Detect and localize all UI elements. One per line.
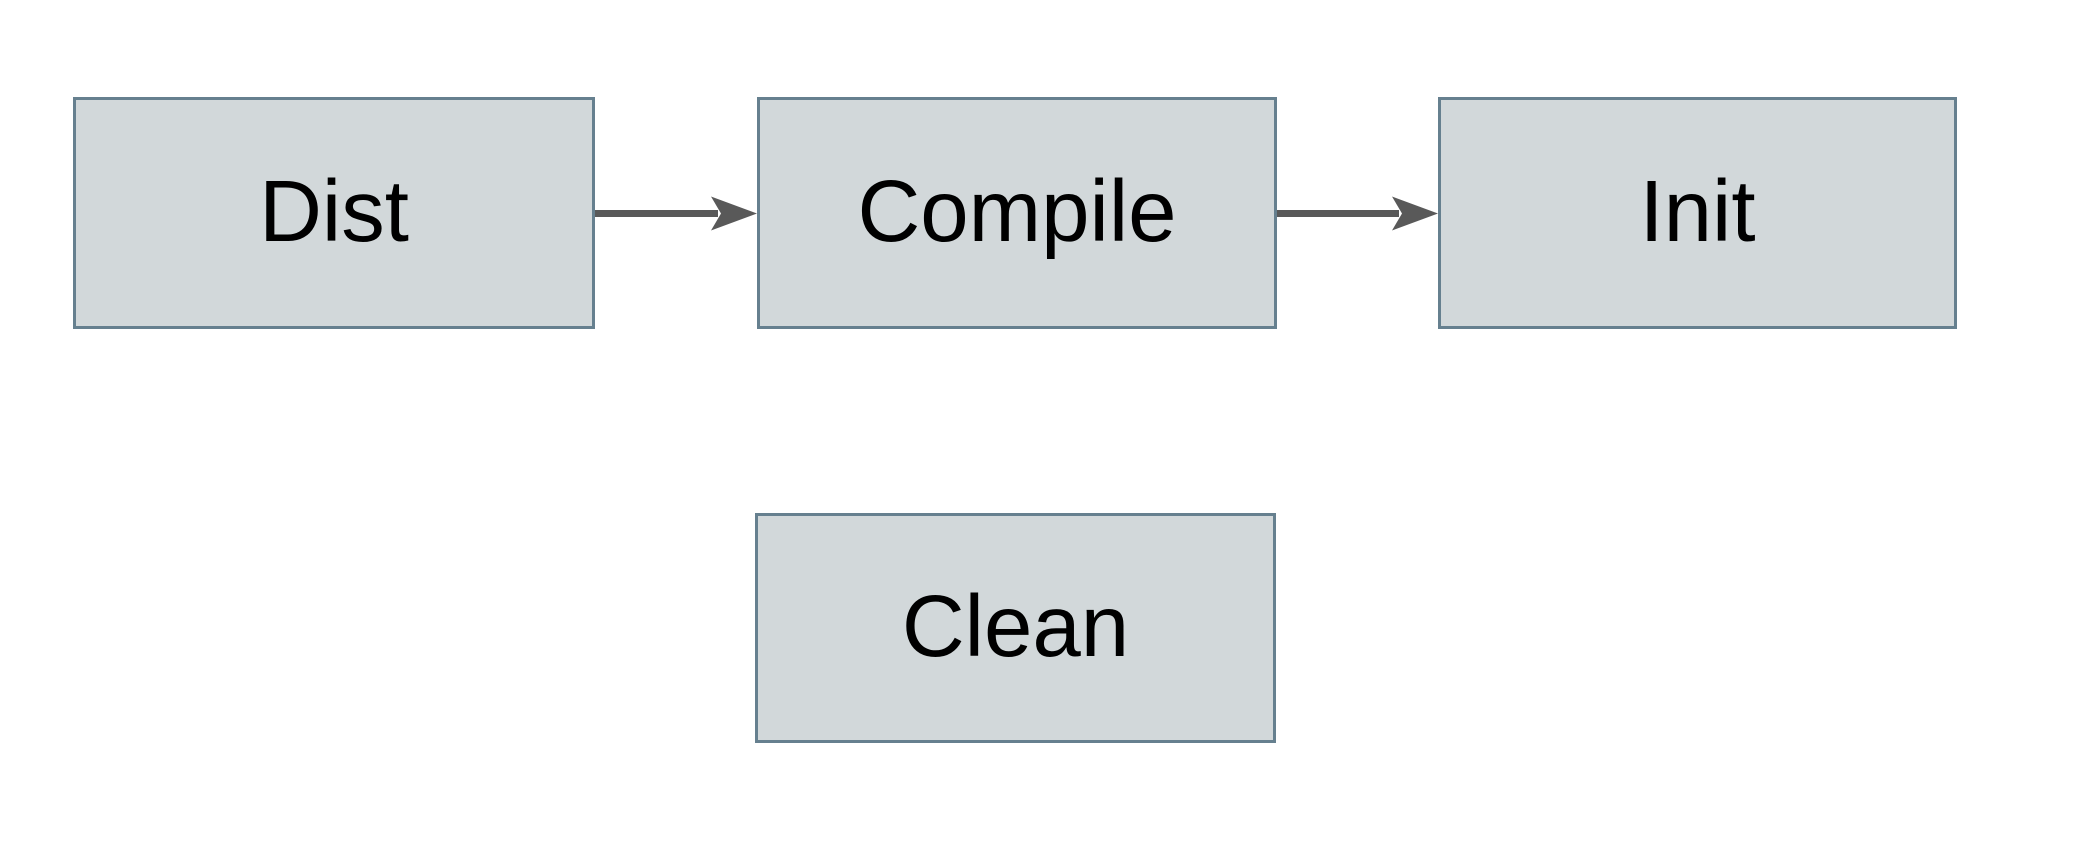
arrowhead-icon	[711, 196, 757, 231]
edge-dist-to-compile[interactable]	[595, 196, 757, 231]
edge-compile-to-init[interactable]	[1277, 196, 1438, 231]
node-dist[interactable]: Dist	[73, 97, 595, 329]
node-clean-label: Clean	[901, 577, 1130, 675]
node-compile[interactable]: Compile	[757, 97, 1277, 329]
node-dist-label: Dist	[259, 162, 409, 260]
node-compile-label: Compile	[857, 162, 1177, 260]
node-clean[interactable]: Clean	[755, 513, 1276, 743]
arrowhead-icon	[1392, 196, 1438, 231]
node-init-label: Init	[1639, 162, 1756, 260]
node-init[interactable]: Init	[1438, 97, 1957, 329]
